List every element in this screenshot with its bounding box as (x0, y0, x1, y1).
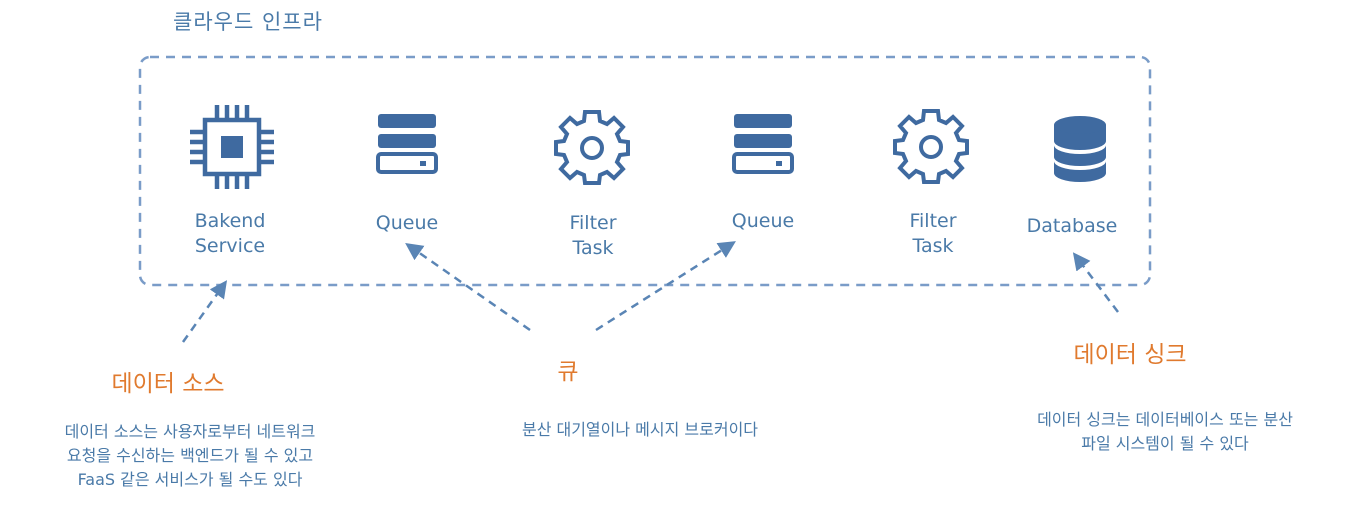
node-label-queue-2: Queue (683, 209, 843, 234)
description-line: 데이터 싱크는 데이터베이스 또는 분산 (1037, 410, 1293, 429)
node-label-filter-task-2: Filter Task (853, 209, 1013, 259)
node-label-queue-1: Queue (327, 211, 487, 236)
description-line: 요청을 수신하는 백엔드가 될 수 있고 (66, 446, 314, 465)
node-label-line: Database (1026, 215, 1118, 237)
cloud-infrastructure-title: 클라우드 인프라 (173, 10, 323, 34)
node-label-line: Service (194, 235, 266, 257)
node-label-line: Queue (731, 210, 795, 232)
server-stack-icon (732, 114, 794, 174)
node-label-line: Filter (909, 210, 957, 232)
node-label-line: Bakend (194, 210, 266, 232)
node-label-backend-service: Bakend Service (150, 209, 310, 259)
callout-data-source: 데이터 소스 (111, 371, 225, 397)
arrow-source-to-backend (181, 280, 228, 343)
gear-icon (893, 109, 969, 184)
description-line: 데이터 소스는 사용자로부터 네트워크 (64, 422, 316, 441)
description-line: 분산 대기열이나 메시지 브로커이다 (521, 420, 759, 439)
description-line: FaaS 같은 서비스가 될 수도 있다 (77, 470, 303, 489)
description-queue: 분산 대기열이나 메시지 브로커이다 (450, 418, 830, 442)
gear-icon (554, 110, 630, 185)
node-label-line: Queue (375, 212, 439, 234)
description-data-sink: 데이터 싱크는 데이터베이스 또는 분산 파일 시스템이 될 수 있다 (980, 408, 1350, 456)
arrow-sink-to-database (1072, 252, 1119, 313)
node-label-line: Filter (569, 212, 617, 234)
database-icon (1054, 116, 1106, 182)
node-label-database: Database (992, 214, 1152, 239)
cpu-chip-icon (190, 105, 274, 189)
arrow-queue-to-first-queue (405, 242, 531, 332)
description-data-source: 데이터 소스는 사용자로부터 네트워크 요청을 수신하는 백엔드가 될 수 있고… (10, 420, 370, 492)
node-label-line: Task (572, 237, 614, 259)
cloud-infrastructure-boundary (138, 55, 1152, 287)
callout-data-sink: 데이터 싱크 (1073, 342, 1187, 368)
description-line: 파일 시스템이 될 수 있다 (1081, 434, 1249, 453)
server-stack-icon (376, 114, 438, 174)
callout-queue: 큐 (557, 359, 579, 385)
node-label-line: Task (912, 235, 954, 257)
node-label-filter-task-1: Filter Task (513, 211, 673, 261)
